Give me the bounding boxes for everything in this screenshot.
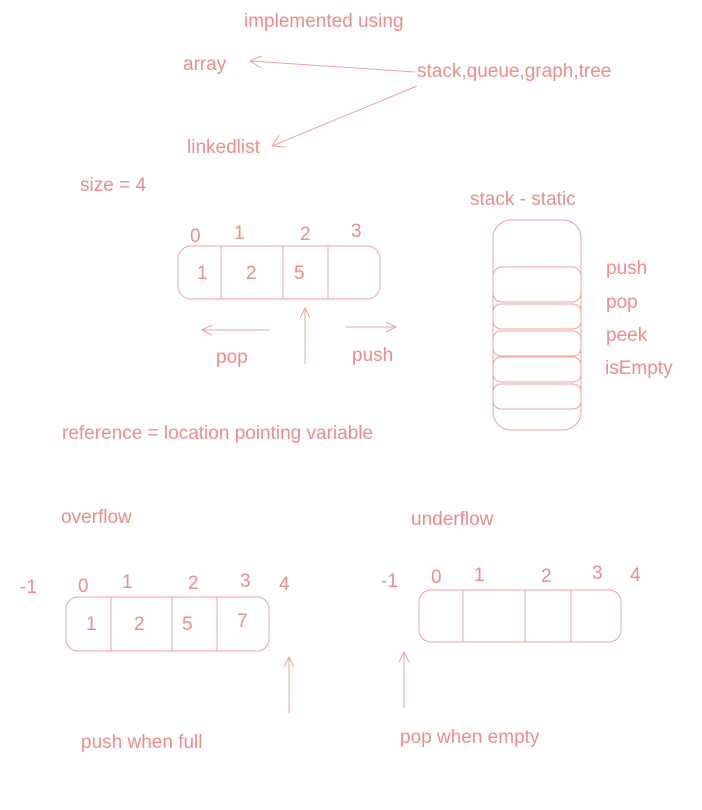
- overflow-index: 4: [279, 574, 290, 595]
- underflow-index: 4: [630, 565, 641, 586]
- overflow-array-box: [65, 596, 270, 652]
- underflow-index: 1: [474, 565, 485, 586]
- title-label: implemented using: [244, 11, 404, 32]
- underflow-index: -1: [381, 571, 398, 592]
- reference-label: reference = location pointing variable: [62, 423, 374, 444]
- underflow-pointer-arrow: [398, 650, 410, 708]
- overflow-cell-value: 1: [86, 614, 97, 635]
- array-cell-value: 1: [197, 263, 208, 284]
- stack-op: push: [606, 258, 648, 279]
- linkedlist-label: linkedlist: [187, 137, 260, 158]
- pop-label: pop: [216, 347, 248, 368]
- overflow-index: 3: [240, 571, 251, 592]
- arrow-to-linkedlist: [271, 85, 418, 148]
- pop-arrow: [200, 324, 270, 336]
- array-index: 3: [351, 221, 362, 242]
- array-label: array: [183, 54, 227, 75]
- overflow-cell-value: 5: [182, 614, 193, 635]
- overflow-index: 0: [78, 576, 89, 597]
- arrow-to-array: [248, 55, 416, 73]
- push-label: push: [352, 345, 394, 366]
- overflow-title: overflow: [61, 507, 132, 528]
- array-index: 1: [234, 223, 245, 244]
- stack-op: isEmpty: [605, 358, 673, 379]
- stack-title: stack - static: [470, 189, 576, 210]
- underflow-title: underflow: [411, 509, 494, 530]
- overflow-caption: push when full: [81, 732, 203, 753]
- underflow-caption: pop when empty: [400, 727, 540, 748]
- underflow-array-box: [418, 589, 622, 643]
- underflow-index: 2: [541, 566, 552, 587]
- overflow-index: 1: [122, 572, 133, 593]
- overflow-index: 2: [188, 573, 199, 594]
- overflow-cell-value: 2: [134, 614, 145, 635]
- array-index: 2: [300, 224, 311, 245]
- overflow-index: -1: [20, 577, 37, 598]
- top-pointer-arrow: [299, 306, 311, 364]
- array-cell-value: 5: [294, 263, 305, 284]
- underflow-index: 0: [431, 567, 442, 588]
- structures-label: stack,queue,graph,tree: [417, 61, 612, 82]
- overflow-pointer-arrow: [283, 655, 295, 713]
- array-index: 0: [190, 226, 201, 247]
- overflow-cell-value: 7: [237, 611, 248, 632]
- array-cell-value: 2: [246, 263, 257, 284]
- stack-op: pop: [606, 292, 638, 313]
- push-arrow: [346, 321, 398, 333]
- size-label: size = 4: [80, 175, 147, 196]
- stack-op: peek: [606, 325, 648, 346]
- underflow-index: 3: [592, 563, 603, 584]
- stack-container: [492, 219, 582, 431]
- array-box: [177, 245, 381, 300]
